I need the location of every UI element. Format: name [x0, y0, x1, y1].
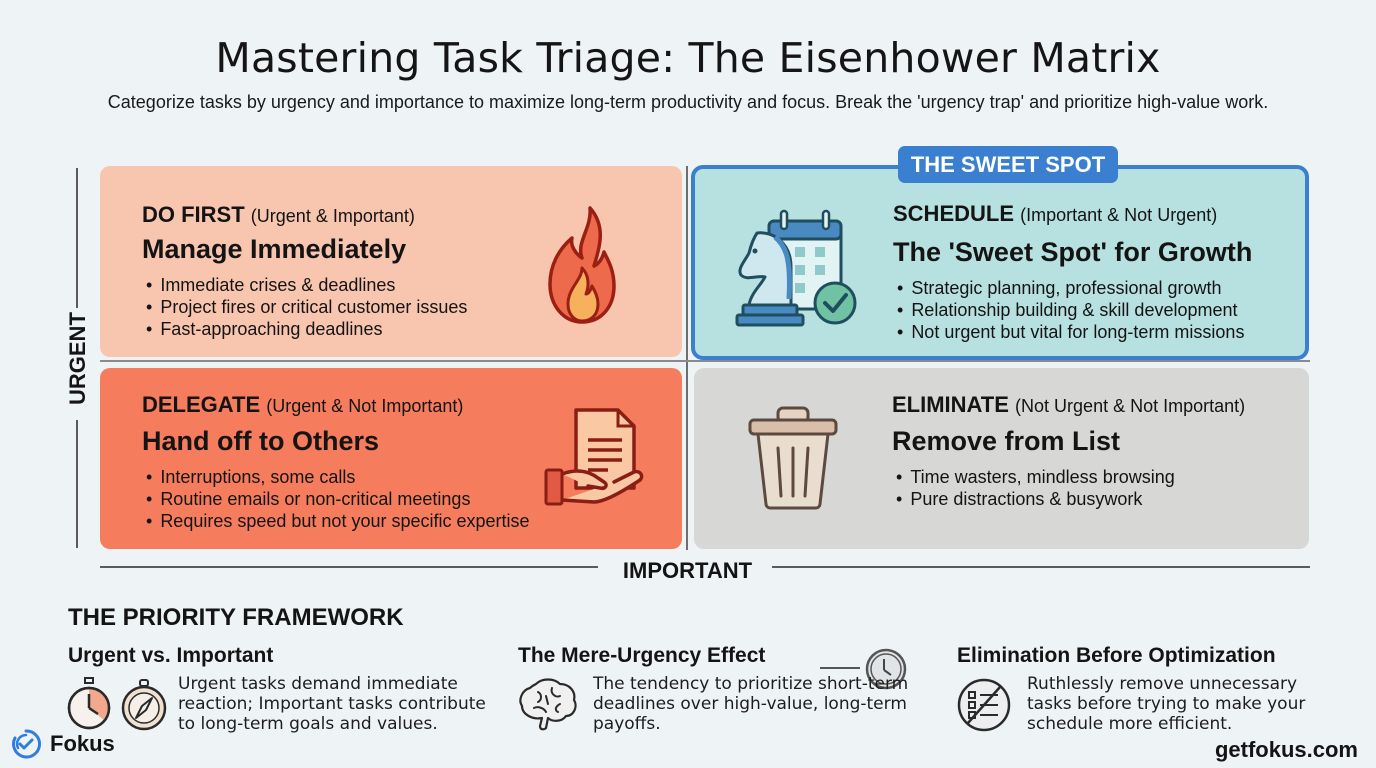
quadrant-qualifier: (Important & Not Urgent): [1020, 205, 1218, 225]
page-title: Mastering Task Triage: The Eisenhower Ma…: [215, 34, 1161, 82]
matrix-divider-vertical: [686, 166, 688, 550]
list-item: Strategic planning, professional growth: [897, 277, 1244, 299]
framework-col-text: The tendency to prioritize short-term de…: [593, 674, 909, 734]
brain-icon: [519, 678, 577, 731]
list-item: Relationship building & skill developmen…: [897, 299, 1244, 321]
quadrant-do-first: DO FIRST (Urgent & Important) Manage Imm…: [100, 166, 682, 357]
clock-icon: [865, 648, 907, 690]
list-item: Not urgent but vital for long-term missi…: [897, 321, 1244, 343]
fire-icon: [548, 206, 616, 324]
framework-col-title: The Mere-Urgency Effect: [518, 644, 766, 667]
quadrant-heading: DELEGATE (Urgent & Not Important): [142, 392, 463, 418]
compass-icon: [121, 679, 167, 731]
quadrant-label: DO FIRST: [142, 202, 245, 227]
crossed-checklist-icon: [957, 678, 1011, 732]
chess-knight-calendar-icon: [735, 209, 857, 327]
website-link[interactable]: getfokus.com: [1214, 737, 1358, 762]
quadrant-label: SCHEDULE: [893, 201, 1015, 226]
brand-name: Fokus: [50, 731, 115, 756]
quadrant-qualifier: (Urgent & Not Important): [266, 396, 464, 416]
important-axis-line-left: [100, 566, 598, 568]
quadrant-qualifier: (Urgent & Important): [250, 206, 415, 226]
quadrant-title: Manage Immediately: [142, 234, 407, 264]
urgent-axis-line-top: [76, 168, 78, 308]
quadrant-heading: ELIMINATE (Not Urgent & Not Important): [892, 392, 1245, 418]
framework-col-title: Elimination Before Optimization: [957, 644, 1276, 667]
quadrant-heading: DO FIRST (Urgent & Important): [142, 202, 415, 228]
quadrant-list: Interruptions, some calls Routine emails…: [146, 466, 530, 532]
quadrant-label: DELEGATE: [142, 392, 261, 417]
hand-document-icon: [544, 408, 644, 506]
quadrant-list: Immediate crises & deadlines Project fir…: [146, 274, 467, 340]
list-item: Pure distractions & busywork: [896, 488, 1175, 510]
clock-connector-line: [820, 667, 860, 669]
list-item: Immediate crises & deadlines: [146, 274, 467, 296]
matrix-divider-horizontal: [100, 360, 1310, 362]
quadrant-schedule: SCHEDULE (Important & Not Urgent) The 'S…: [691, 165, 1309, 360]
list-item: Project fires or critical customer issue…: [146, 296, 467, 318]
quadrant-title: Remove from List: [892, 426, 1121, 456]
fokus-logo-icon: [12, 729, 42, 759]
sweet-spot-badge: THE SWEET SPOT: [898, 146, 1118, 183]
framework-col-text: Ruthlessly remove unnecessary tasks befo…: [1027, 674, 1306, 734]
framework-col-text: Urgent tasks demand immediate reaction; …: [178, 674, 486, 734]
framework-col-title: Urgent vs. Important: [68, 644, 274, 667]
quadrant-qualifier: (Not Urgent & Not Important): [1015, 396, 1246, 416]
urgent-axis-line-bottom: [76, 420, 78, 548]
quadrant-label: ELIMINATE: [892, 392, 1009, 417]
list-item: Routine emails or non-critical meetings: [146, 488, 530, 510]
quadrant-title: Hand off to Others: [142, 426, 379, 456]
quadrant-delegate: DELEGATE (Urgent & Not Important) Hand o…: [100, 368, 682, 549]
quadrant-title: The 'Sweet Spot' for Growth: [893, 237, 1253, 267]
urgent-axis-label: URGENT: [65, 312, 90, 405]
page-subtitle: Categorize tasks by urgency and importan…: [107, 92, 1269, 112]
stopwatch-icon: [67, 677, 111, 730]
list-item: Fast-approaching deadlines: [146, 318, 467, 340]
quadrant-list: Time wasters, mindless browsing Pure dis…: [896, 466, 1175, 510]
quadrant-list: Strategic planning, professional growth …: [897, 277, 1244, 343]
important-axis-label: IMPORTANT: [622, 558, 753, 583]
list-item: Interruptions, some calls: [146, 466, 530, 488]
quadrant-eliminate: ELIMINATE (Not Urgent & Not Important) R…: [694, 368, 1309, 549]
quadrant-heading: SCHEDULE (Important & Not Urgent): [893, 201, 1217, 227]
brand-logo[interactable]: Fokus: [10, 728, 115, 760]
list-item: Time wasters, mindless browsing: [896, 466, 1174, 488]
important-axis-line-right: [772, 566, 1310, 568]
trash-can-icon: [748, 406, 838, 510]
framework-title: THE PRIORITY FRAMEWORK: [68, 604, 404, 631]
list-item: Requires speed but not your specific exp…: [146, 510, 529, 532]
